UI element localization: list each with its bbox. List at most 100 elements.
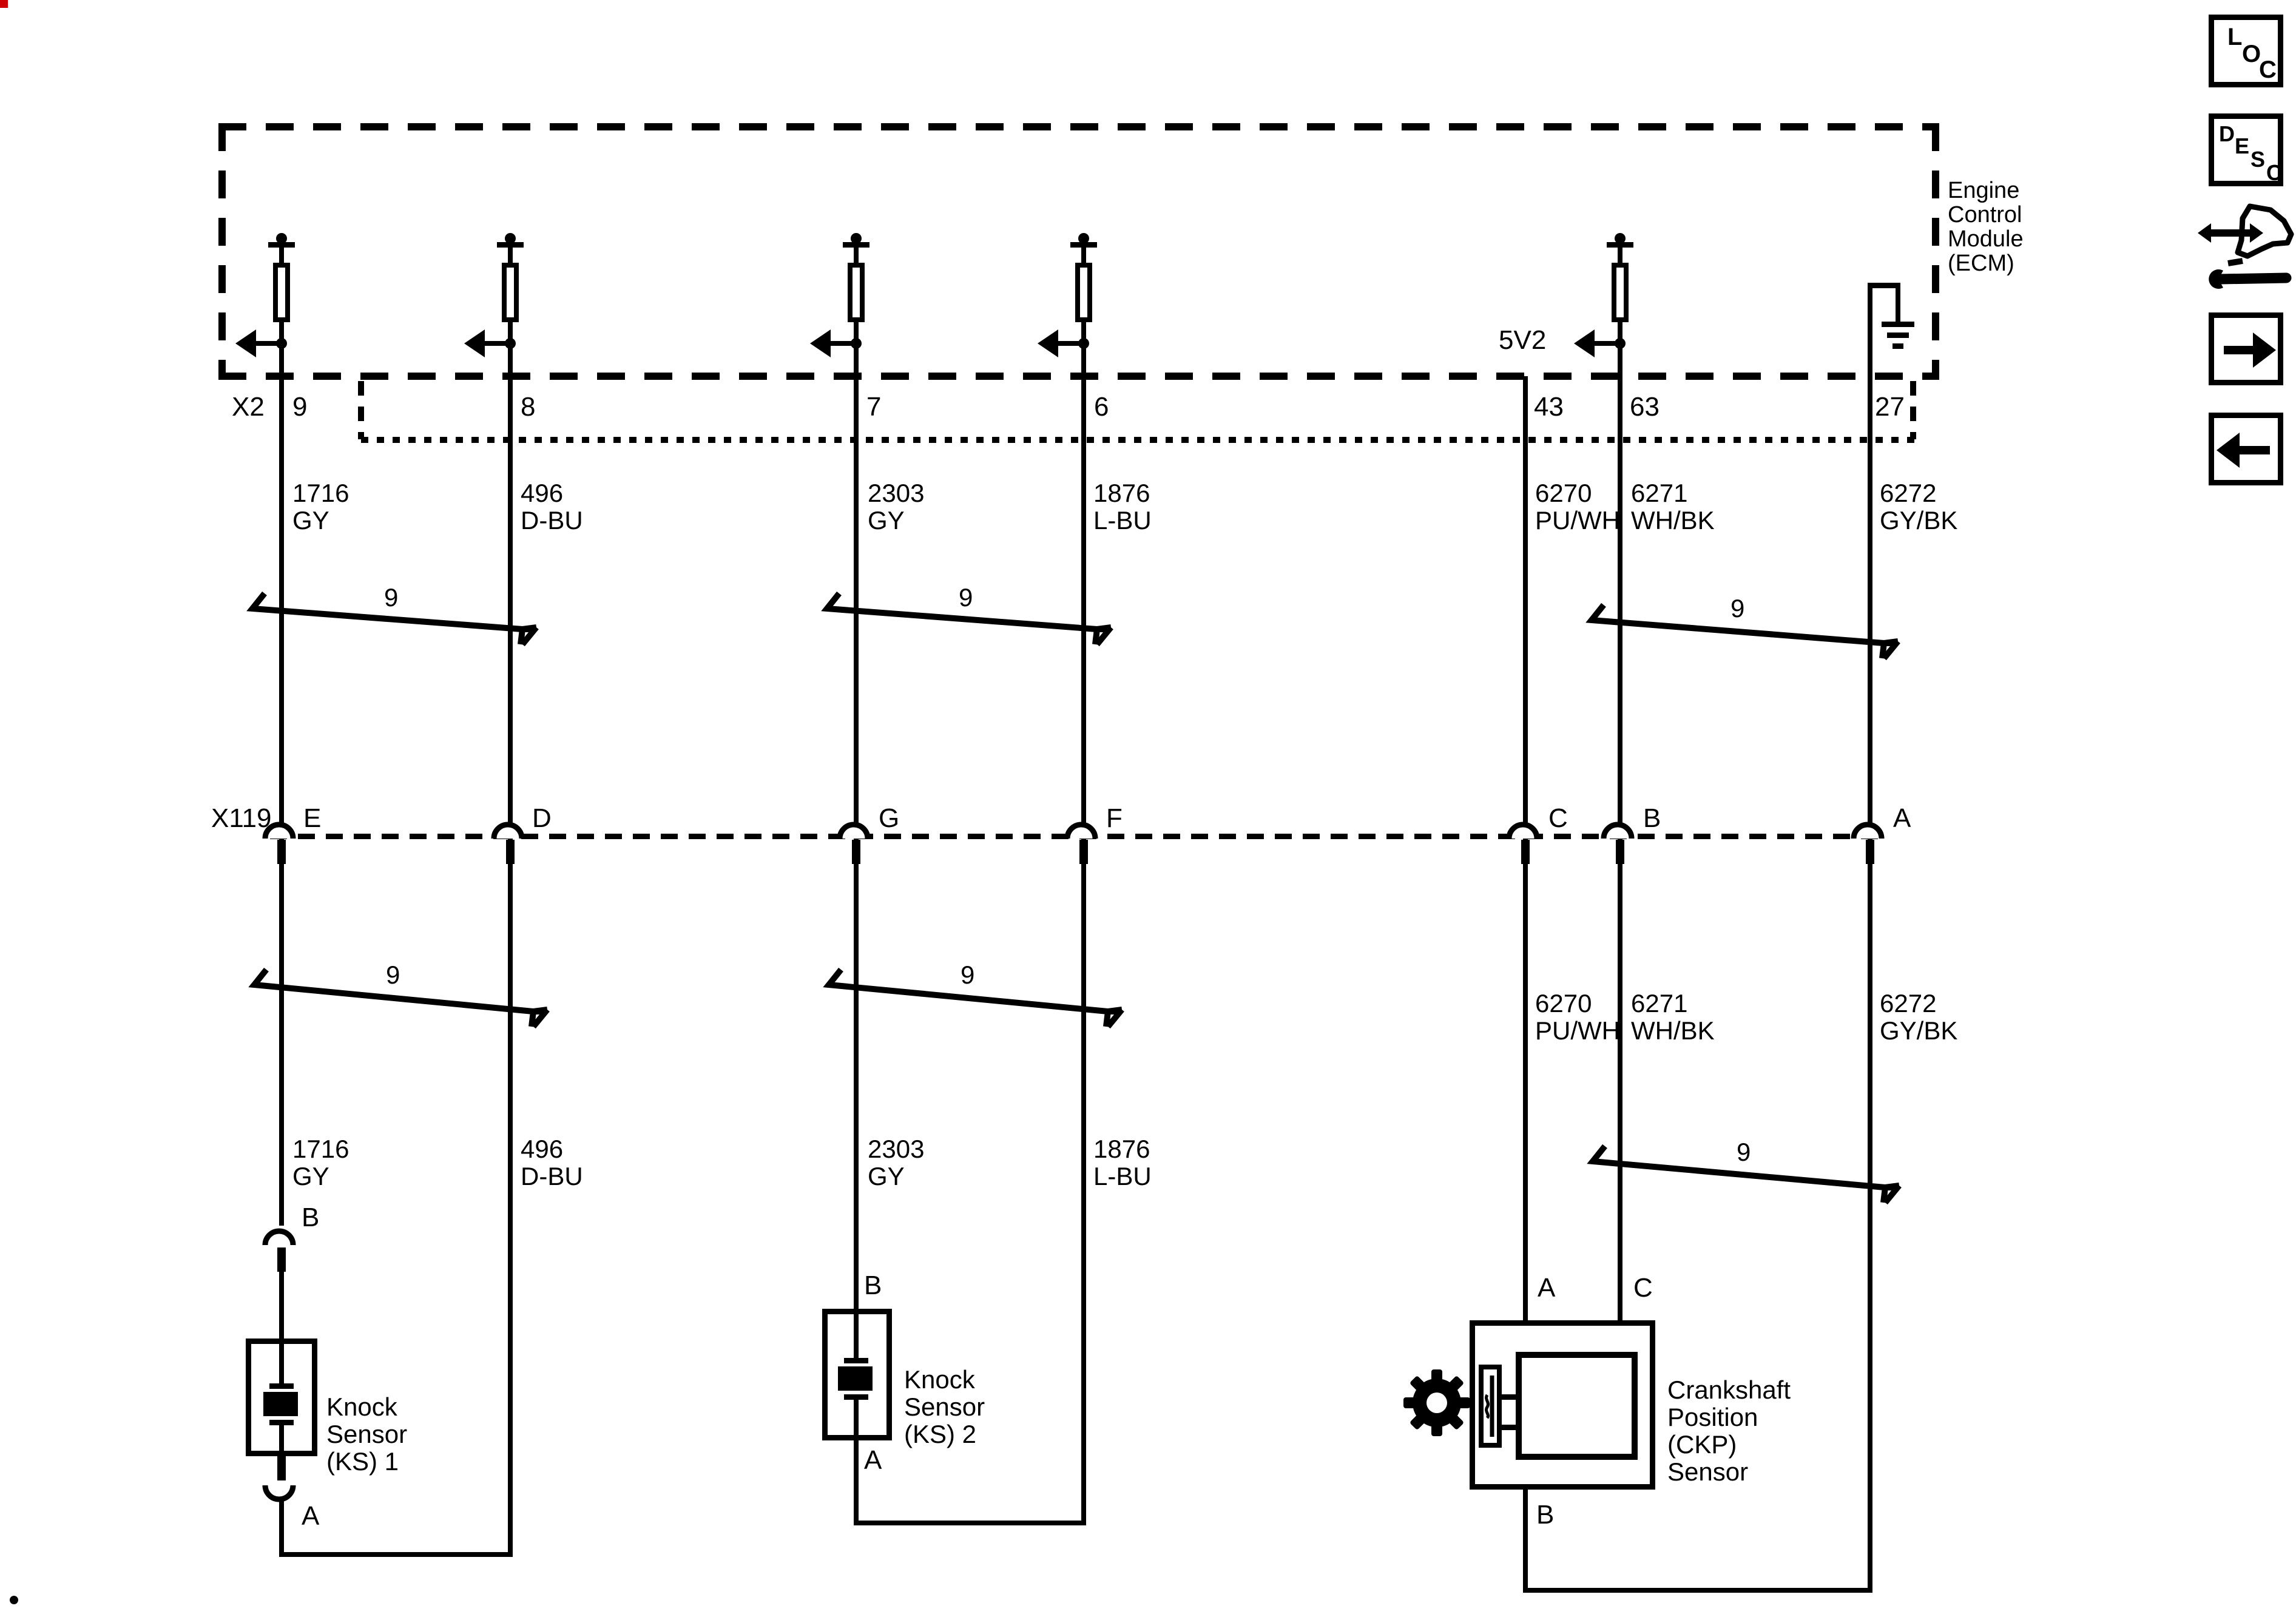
left-arrowhead-icon [1038, 329, 1058, 357]
right-arrow-icon [2224, 346, 2255, 354]
x119-pin-c: C [1548, 803, 1568, 833]
loc-letter: O [2242, 41, 2261, 67]
x119-label: X119 [211, 803, 272, 833]
desc-letter: C [2266, 160, 2282, 185]
wire-6272-gybk [1868, 376, 1872, 1593]
piezo-plate [269, 1383, 294, 1389]
resistor-icon [1612, 263, 1629, 322]
twist-ref: 9 [1737, 1138, 1751, 1166]
wire-segment [279, 244, 284, 263]
piezo-plate [269, 1420, 294, 1425]
x119-pin-e: E [303, 803, 322, 833]
x2-pin-63: 63 [1630, 392, 1660, 422]
left-arrowhead [2217, 433, 2240, 468]
connector-blade-icon [1866, 840, 1874, 864]
connector-socket-icon [262, 1228, 296, 1246]
wire-segment [279, 1425, 284, 1456]
left-arrowhead-icon [1574, 329, 1595, 357]
desc-letter: D [2219, 121, 2235, 146]
junction-dot [1078, 338, 1089, 349]
left-arrowhead-icon [810, 329, 831, 357]
twisted-pair-icon [246, 591, 539, 647]
x2-pin-6: 6 [1094, 392, 1109, 422]
connector-socket-icon [1506, 822, 1540, 839]
junction-dot [276, 338, 287, 349]
x2-pin-27: 27 [1875, 392, 1905, 422]
piezo-plate [844, 1358, 868, 1363]
connector-blade-icon [1616, 840, 1624, 864]
connector-socket-icon [1851, 822, 1885, 839]
ks1-pin-top: B [302, 1203, 320, 1232]
ground-icon [1882, 322, 1914, 327]
wire-segment [854, 244, 859, 263]
x119-pin-d: D [532, 803, 552, 833]
page-dot-mark [10, 1596, 18, 1604]
wire-6270-puwh [1523, 376, 1528, 1352]
pickup-tab [1499, 1425, 1518, 1430]
piezo-plate [844, 1394, 868, 1400]
resistor-icon [1075, 263, 1092, 322]
x2-pin-8: 8 [521, 392, 536, 422]
connector-blade-icon [852, 840, 860, 864]
resistor-icon [848, 263, 865, 322]
left-arrow-icon [2238, 446, 2270, 454]
supply-5v2-label: 5V2 [1499, 325, 1547, 355]
twisted-pair-icon [823, 967, 1124, 1029]
wire-496-dbu [508, 376, 513, 1557]
prev-page-button[interactable] [2209, 413, 2283, 485]
arrow-line [484, 341, 510, 346]
ground-icon [1893, 343, 1903, 349]
pickup-tab [1499, 1394, 1518, 1400]
arrow-line [255, 341, 282, 346]
piezo-element [263, 1392, 298, 1416]
junction-dot [505, 338, 516, 349]
twist-ref: 9 [961, 960, 975, 989]
twist-ref: 9 [1730, 594, 1745, 623]
loc-letter: C [2259, 56, 2277, 83]
junction-dot [851, 233, 862, 244]
wire-segment [854, 1314, 859, 1359]
wire-segment [508, 244, 513, 263]
twist-ref: 9 [386, 960, 400, 989]
x2-pin-7: 7 [866, 392, 882, 422]
connector-socket-icon [491, 822, 525, 839]
loc-button[interactable]: L O C [2209, 15, 2283, 87]
wrench-pointer-icon[interactable] [2196, 203, 2296, 296]
junction-dot [1615, 233, 1626, 244]
x119-pin-g: G [879, 803, 900, 833]
x2-separator-right [1910, 381, 1916, 439]
left-arrowhead-icon [464, 329, 485, 357]
connector-blade-icon [277, 1456, 286, 1480]
ecm-box-top [218, 123, 1939, 130]
wire-return [279, 1552, 513, 1557]
piezo-element [838, 1366, 873, 1391]
connector-blade-icon [1079, 840, 1088, 864]
desc-button[interactable]: D E S C [2209, 113, 2283, 186]
junction-dot [276, 233, 287, 244]
wire-segment [279, 1272, 284, 1338]
wire-segment [1618, 244, 1622, 263]
wire-segment [508, 322, 513, 376]
connector-socket-icon [837, 822, 871, 839]
twisted-pair-icon [248, 967, 550, 1029]
next-page-button[interactable] [2209, 312, 2283, 385]
wire-segment [279, 1344, 284, 1385]
ckp-inner-box [1516, 1352, 1638, 1460]
connector-socket-icon [1601, 822, 1635, 839]
connector-socket-icon [262, 822, 296, 839]
ground-wire [1868, 285, 1872, 376]
x2-label: X2 [232, 392, 265, 422]
connector-blade-icon [506, 840, 515, 864]
x2-pin-43: 43 [1534, 392, 1564, 422]
junction-dot [1615, 338, 1626, 349]
